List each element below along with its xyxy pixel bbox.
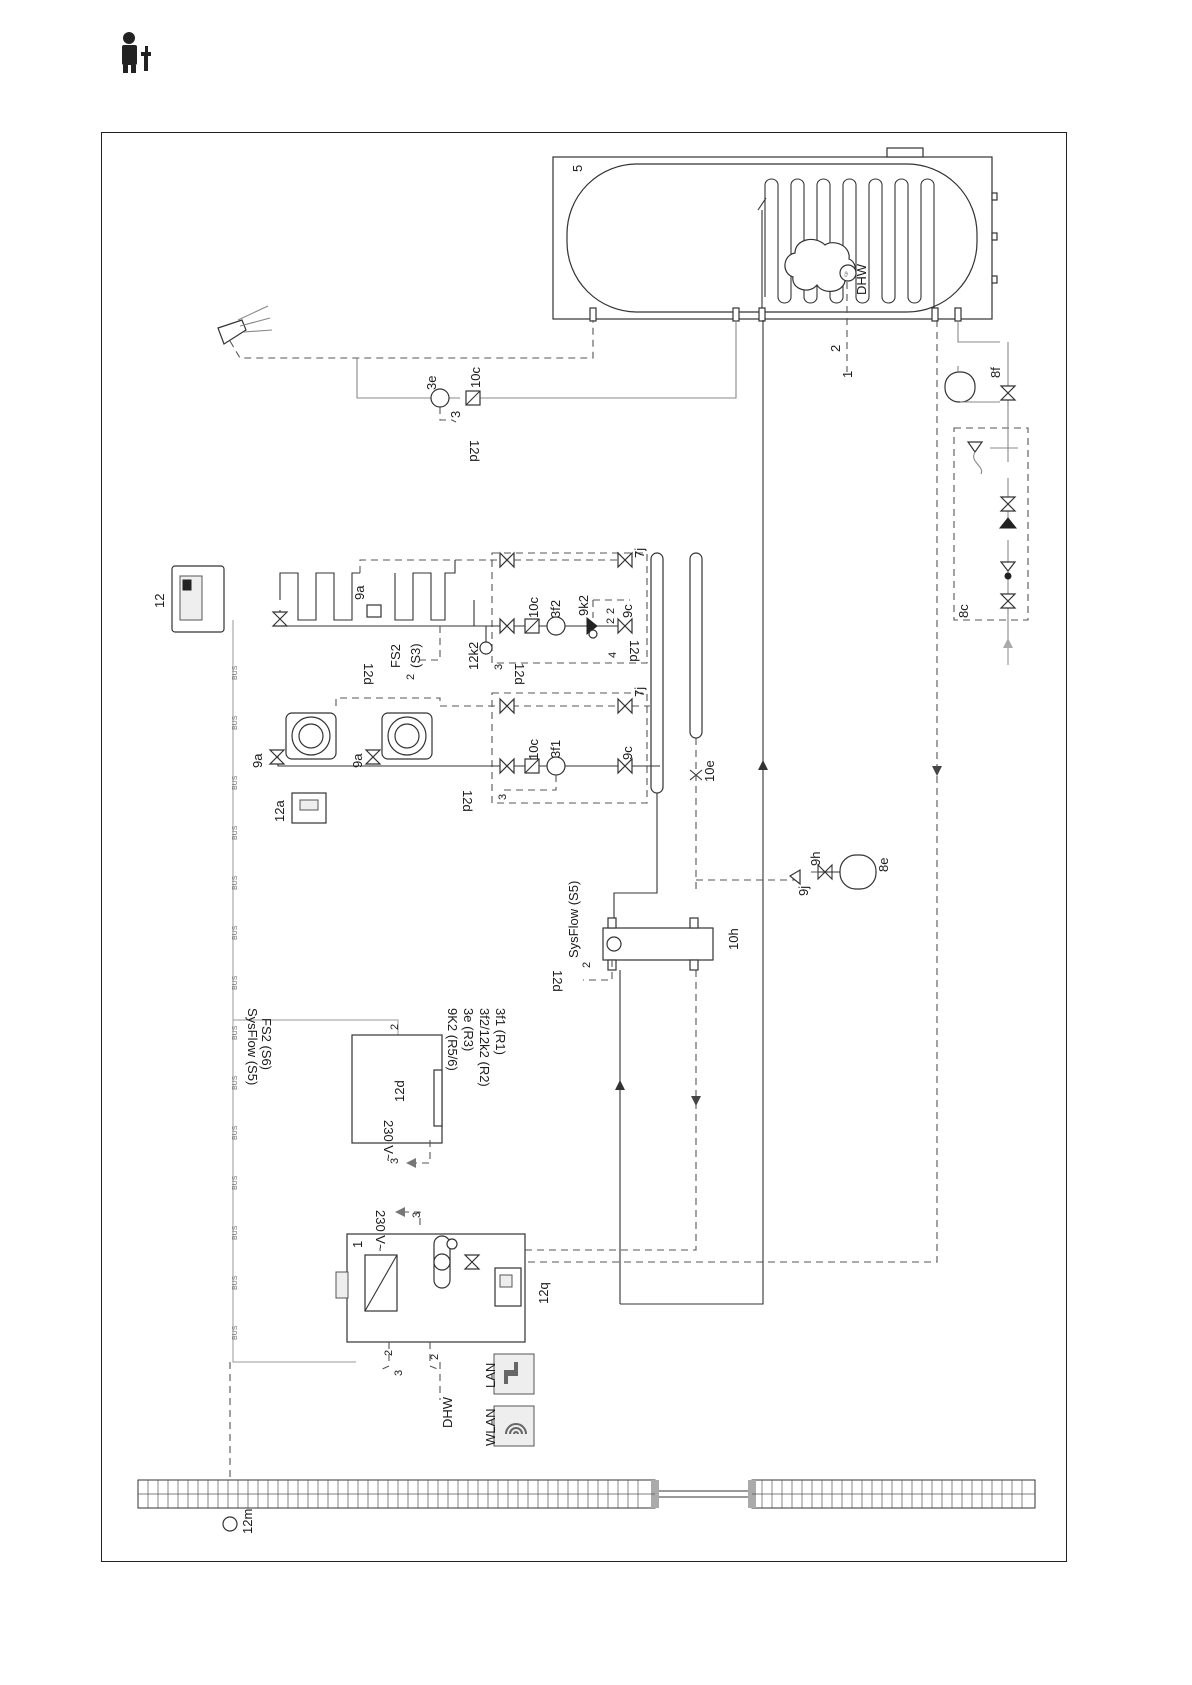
wire-3-3f1: 3: [497, 794, 509, 800]
sensor-12m-label: 12m: [240, 1509, 255, 1534]
module-3f1-label: 3f1 (R1): [493, 1008, 508, 1055]
wire-2-fs2: 2: [405, 674, 417, 680]
sensor-fs2-label: FS2: [388, 644, 403, 668]
sensor-sysflow-label: SysFlow (S5): [566, 881, 581, 958]
unit-230v-label: 230 V~: [373, 1210, 388, 1252]
heat-pump-1-label: 1: [350, 1241, 365, 1248]
svg-text:BUS: BUS: [232, 1225, 239, 1240]
valve-12k2-label: 12k2: [466, 642, 481, 670]
valve-9j-label: 9j: [796, 886, 811, 896]
lan-label: LAN: [483, 1363, 498, 1388]
svg-text:BUS: BUS: [232, 715, 239, 730]
svg-text:BUS: BUS: [232, 875, 239, 890]
wire-2-9k2: 2: [605, 608, 617, 614]
sensor-s3-label: (S3): [408, 643, 423, 668]
wire-4-9k2: 4: [607, 652, 619, 658]
svg-text:BUS: BUS: [232, 1025, 239, 1040]
valve-9c-c1-label: 9c: [620, 746, 635, 760]
wire-3-12k2: 3: [493, 664, 505, 670]
installer-icon: [115, 30, 155, 74]
tank-wire-2-label: 2: [828, 345, 843, 352]
vessel-8e-label: 8e: [876, 858, 891, 872]
separator-7j-b-label: 7j: [632, 687, 647, 697]
wlan-icon: [493, 1405, 535, 1447]
module-3e-label: 3e (R3): [461, 1008, 476, 1051]
expansion-vessel-icon: [944, 371, 976, 403]
valve-9c-c2-label: 9c: [620, 604, 635, 618]
svg-text:BUS: BUS: [232, 1325, 239, 1340]
wire-3-top-label: 3: [448, 411, 463, 418]
valve-10c-top-label: 10c: [468, 367, 483, 388]
svg-text:BUS: BUS: [232, 775, 239, 790]
wire-12d-3f2-label: 12d: [512, 663, 527, 685]
svg-text:BUS: BUS: [232, 665, 239, 680]
svg-text:BUS: BUS: [232, 1125, 239, 1140]
valve-9h-label: 9h: [808, 852, 823, 866]
valve-10c-c2-label: 10c: [526, 597, 541, 618]
dhw-bottom-label: DHW: [440, 1396, 455, 1428]
wire-12d-9k2-label: 12d: [627, 640, 642, 662]
valve-9a-fan2-label: 9a: [350, 753, 365, 768]
wire-1-9k2: 2: [605, 618, 617, 624]
pump-3e-label: 3e: [424, 376, 439, 390]
unit-12q-label: 12q: [536, 1282, 551, 1304]
valve-9k2-label: 9k2: [576, 595, 591, 616]
svg-text:BUS: BUS: [232, 1075, 239, 1090]
wire-12d-fs2-label: 12d: [361, 663, 376, 685]
pump-3f2-label: 3f2: [548, 600, 563, 618]
room-controller-icon: [171, 565, 225, 633]
wire-2-sysflow: 2: [581, 962, 593, 968]
temperature-sensor-icon: [839, 264, 857, 282]
tank-label: 5: [570, 165, 585, 172]
tank-wire-1-label: 1: [840, 371, 855, 378]
wire-2-unit: 2: [383, 1350, 395, 1356]
valve-9a-fan1-label: 9a: [250, 753, 265, 768]
wire-3-230v: 3: [411, 1212, 423, 1218]
module-230v-label: 230 V~: [381, 1120, 396, 1162]
controller-12-label: 12: [152, 594, 167, 608]
fan-coil-icon: [285, 712, 433, 760]
room-unit-12a-label: 12a: [272, 800, 287, 822]
valve-9a-loop-label: 9a: [352, 585, 367, 600]
svg-text:BUS: BUS: [232, 1275, 239, 1290]
vessel-8f-label: 8f: [988, 367, 1003, 378]
svg-text:BUS: BUS: [232, 1175, 239, 1190]
module-3f2-label: 3f2/12k2 (R2): [477, 1008, 492, 1087]
wire-2-module: 2: [389, 1024, 401, 1030]
wire-3-unit: 3: [393, 1370, 405, 1376]
wire-12d-3f1-label: 12d: [460, 790, 475, 812]
pump-3f1-label: 3f1: [548, 740, 563, 758]
dhw-label: DHW: [854, 263, 869, 295]
module-9k2-label: 9K2 (R5/6): [445, 1008, 460, 1071]
svg-text:BUS: BUS: [232, 975, 239, 990]
switch-10h-label: 10h: [726, 928, 741, 950]
schematic-frame: [101, 132, 1067, 1562]
valve-10c-c1-label: 10c: [526, 739, 541, 760]
group-8c-label: 8c: [956, 604, 971, 618]
wire-2-unit-b: 2: [429, 1354, 441, 1360]
svg-text:ϑ: ϑ: [844, 272, 848, 279]
module-12d-label: 12d: [392, 1080, 407, 1102]
pump-icon: [430, 388, 450, 408]
valve-icon: [999, 385, 1017, 401]
underfloor-loop-icon: [279, 559, 490, 627]
module-fs2-s6-label: FS2 (S6): [259, 1018, 274, 1070]
wlan-label: WLAN: [483, 1408, 498, 1446]
shower-icon: [217, 305, 273, 345]
dhw-tank: ϑ: [552, 147, 998, 322]
svg-text:BUS: BUS: [232, 825, 239, 840]
wire-12d-sysflow-label: 12d: [550, 970, 565, 992]
foundation-wall: [137, 1479, 1036, 1509]
separator-7j-a-label: 7j: [632, 548, 647, 558]
wire-3-module: 3: [389, 1158, 401, 1164]
wire-12d-top-label: 12d: [467, 440, 482, 462]
svg-text:BUS: BUS: [232, 925, 239, 940]
module-sysflow-s5-label: SysFlow (S5): [245, 1008, 260, 1085]
valve-10e-label: 10e: [702, 760, 717, 782]
